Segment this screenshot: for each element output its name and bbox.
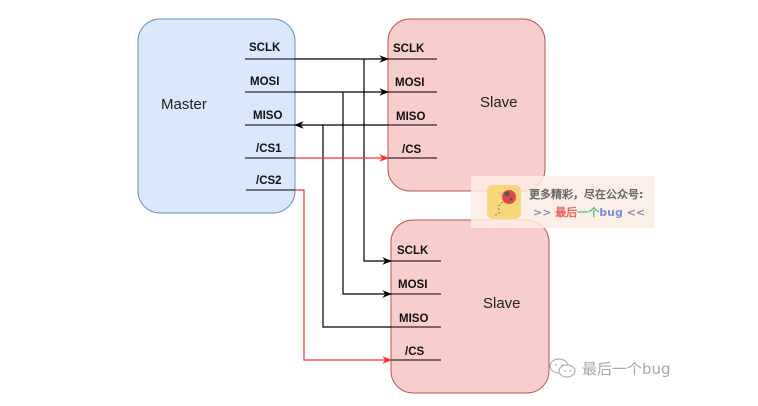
master-pins: SCLK MOSI MISO /CS1 /CS2 [245,42,295,191]
slave2-pins: SCLK MOSI MISO /CS [391,245,441,361]
wires [294,55,392,364]
banner-name-red: 最后 [555,206,578,219]
slave2-block: Slave SCLK MOSI MISO /CS [390,219,550,394]
watermark: 最后一个bug [548,356,671,380]
slave2-title: Slave [483,295,521,312]
slave2-box [390,219,550,394]
master-pin-sclk: SCLK [249,42,281,54]
wire-cs2 [295,189,392,364]
slave1-box [387,18,546,192]
banner-prefix: >> [533,206,552,219]
wechat-icon [549,358,576,378]
banner-name-blue: bug [599,206,623,219]
master-pin-cs2: /CS2 [256,175,282,187]
banner-caption: 更多精彩，尽在公众号: [529,188,644,201]
master-pin-cs1: /CS1 [256,143,282,155]
master-block: Master SCLK MOSI MISO /CS1 /CS2 [137,18,296,214]
banner-suffix: << [626,206,646,219]
master-pin-miso: MISO [253,110,282,122]
ladybug-icon [487,185,521,219]
wire-miso-slave2 [322,125,391,328]
wire-sclk-slave2 [363,59,392,265]
promo-banner[interactable]: 更多精彩，尽在公众号: >> 最后一个bug << [471,176,654,228]
slave1-pin-mosi: MOSI [395,77,424,89]
slave1-pin-cs: /CS [402,144,422,156]
banner-name-green: 一个 [577,206,600,219]
slave1-pin-sclk: SCLK [393,43,425,55]
slave2-pin-sclk: SCLK [397,245,429,257]
banner-account-name: >> 最后一个bug << [533,204,645,220]
slave1-title: Slave [480,94,518,111]
slave1-pin-miso: MISO [396,111,425,123]
slave2-pin-mosi: MOSI [398,279,427,291]
slave1-pins: SCLK MOSI MISO /CS [388,43,437,159]
slave2-pin-cs: /CS [405,346,425,358]
master-title: Master [161,96,207,113]
wire-mosi-slave2 [342,92,392,298]
slave1-block: Slave SCLK MOSI MISO /CS [387,18,546,192]
watermark-text: 最后一个bug [582,359,671,378]
master-box [137,18,296,214]
master-pin-mosi: MOSI [250,76,279,88]
slave2-pin-miso: MISO [399,313,428,325]
